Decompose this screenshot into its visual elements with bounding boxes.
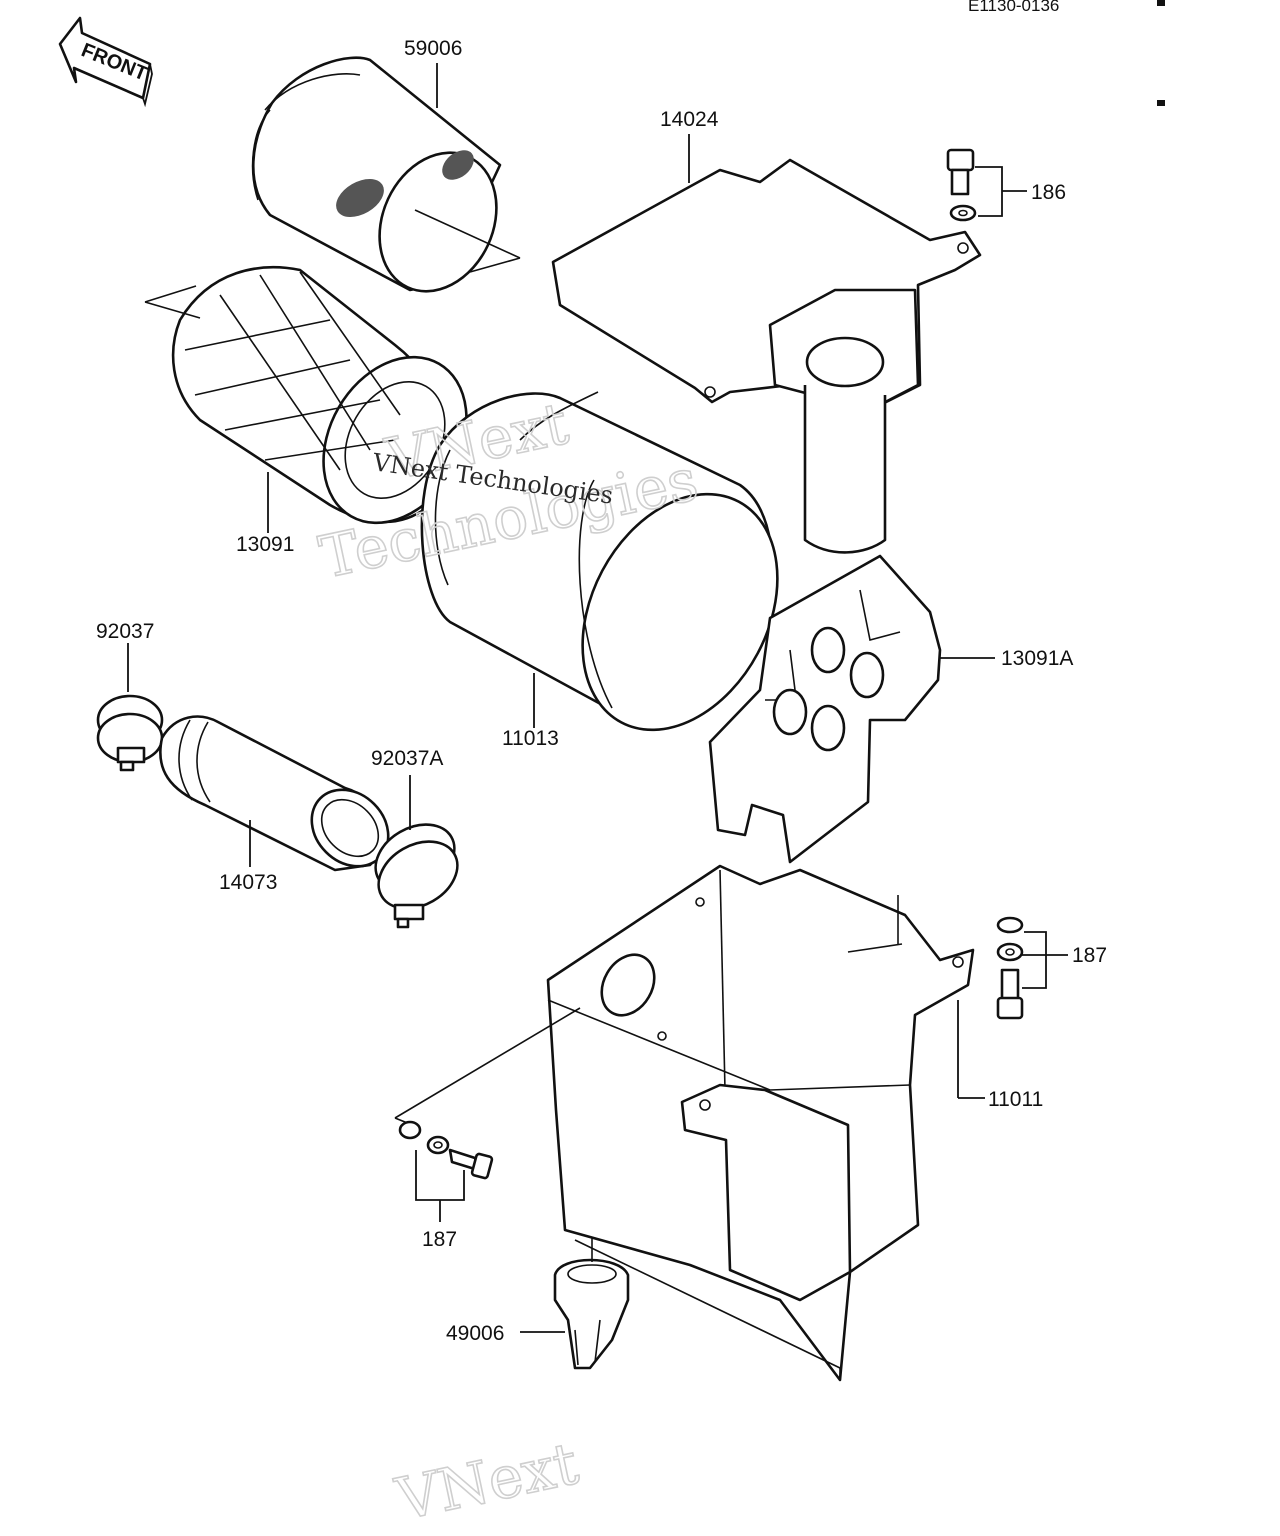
part-187-left-drawing <box>398 1120 494 1222</box>
watermark-brand-bottom: VNext <box>390 1429 584 1534</box>
label-11013: 11013 <box>502 727 559 750</box>
part-11013-drawing <box>420 391 779 732</box>
label-92037A: 92037A <box>371 747 443 770</box>
part-49006-drawing <box>520 1238 630 1370</box>
label-13091: 13091 <box>236 533 294 556</box>
part-11011-drawing <box>394 864 985 1382</box>
label-11011: 11011 <box>988 1088 1043 1111</box>
part-14073-drawing <box>159 715 390 872</box>
part-186-drawing <box>946 148 1027 222</box>
label-59006: 59006 <box>404 37 462 60</box>
label-187-left: 187 <box>422 1228 457 1251</box>
label-14073: 14073 <box>219 871 277 894</box>
corner-mark <box>1157 0 1165 6</box>
label-13091A: 13091A <box>1001 647 1073 670</box>
drawing-id: E1130-0136 <box>968 0 1059 15</box>
label-187-right: 187 <box>1072 944 1107 967</box>
part-92037-drawing <box>96 643 164 772</box>
label-49006: 49006 <box>446 1322 504 1345</box>
mesh-patch <box>336 179 384 217</box>
part-13091A-drawing <box>708 554 995 864</box>
part-92037A-drawing <box>374 775 459 929</box>
part-187-right-drawing <box>996 916 1068 1020</box>
label-92037: 92037 <box>96 620 154 643</box>
front-arrow: FRONT <box>58 16 153 108</box>
label-14024: 14024 <box>660 108 719 131</box>
corner-mark <box>1157 100 1165 106</box>
label-186: 186 <box>1031 181 1066 204</box>
part-59006-drawing <box>251 56 521 293</box>
mesh-patch <box>442 150 474 180</box>
part-14024-drawing <box>551 158 982 554</box>
